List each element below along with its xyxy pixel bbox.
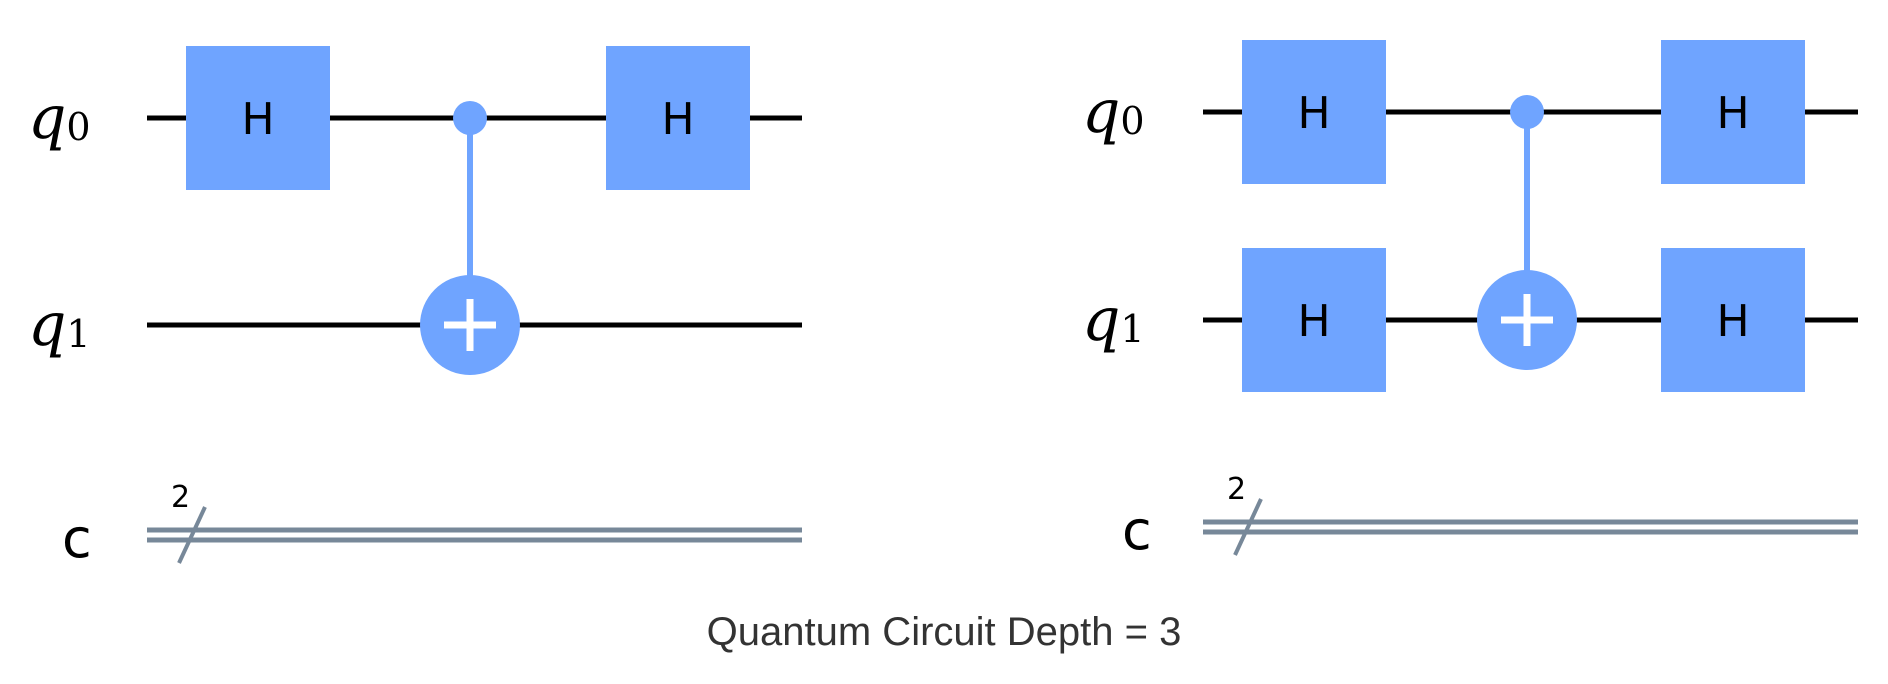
bus-slash (1233, 498, 1263, 556)
qubit-label-1: q1 (1082, 285, 1145, 355)
h-gate-label: H (1716, 296, 1749, 347)
classical-label: c (1122, 499, 1152, 562)
h-gate (186, 46, 330, 190)
qubit-label-0: q0 (1082, 77, 1145, 147)
classical-label: c (62, 507, 92, 570)
h-gate-label: H (661, 94, 694, 145)
qubit-label-0: q0 (28, 83, 91, 153)
h-gate (606, 46, 750, 190)
h-gate-label: H (1297, 296, 1330, 347)
cnot-control-dot (1510, 95, 1544, 129)
qubit-label-1: q1 (28, 290, 91, 360)
h-gate (1661, 40, 1805, 184)
h-gate (1242, 40, 1386, 184)
h-gate-label: H (1297, 88, 1330, 139)
cnot-control-dot (453, 101, 487, 135)
h-gate (1242, 248, 1386, 392)
bus-width-label: 2 (1227, 472, 1246, 507)
circuit-0: q0 q1 2 c H H (28, 46, 802, 570)
h-gate-label: H (1716, 88, 1749, 139)
figure-caption: Quantum Circuit Depth = 3 (707, 610, 1182, 654)
h-gate (1661, 248, 1805, 392)
h-gate-label: H (241, 94, 274, 145)
bus-slash (177, 506, 207, 564)
bus-width-label: 2 (171, 480, 190, 515)
circuit-1: q0 q1 2 c H H H H (1082, 40, 1858, 562)
